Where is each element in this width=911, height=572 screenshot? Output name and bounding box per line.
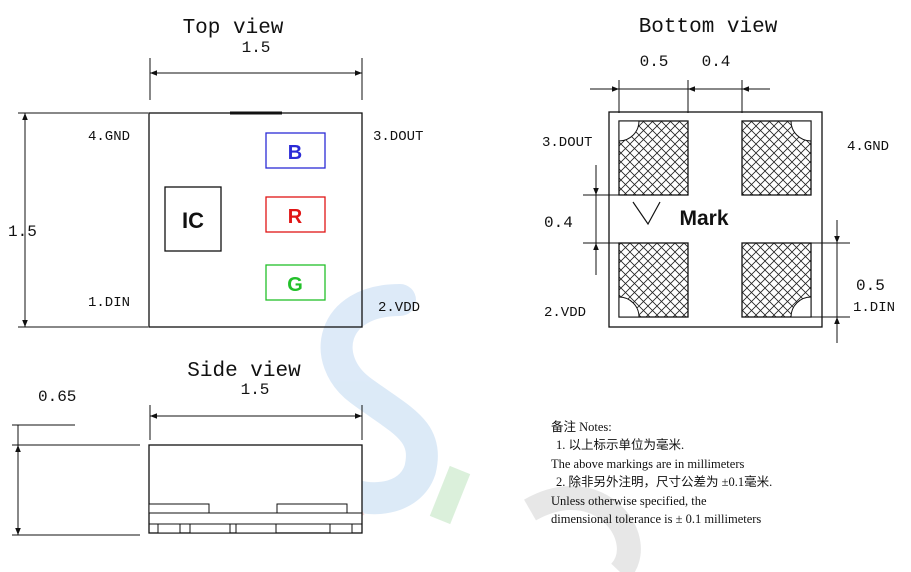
bottom-dim-pad: 0.5 [640,53,669,71]
ic-chip-label: IC [182,208,204,233]
bottom-view-package-outline [608,111,823,328]
pin1-mark-label: Mark [679,207,728,230]
top-pin-din-label: 1.DIN [88,295,130,311]
bottom-pin-gnd-label: 4.GND [847,139,889,155]
bottom-dim-vgap: 0.4 [544,214,573,232]
bottom-view: Bottom view 0.5 0.4 Mark 3.DOUT 4.GND 2.… [542,16,895,343]
top-view-width-dim: 1.5 [242,39,271,57]
led-blue-label: B [288,142,302,164]
notes-line-5: dimensional tolerance is ± 0.1 millimete… [551,512,762,527]
led-green-label: G [287,274,303,296]
notes-line-2: The above markings are in millimeters [551,456,745,471]
bottom-pin-din-label: 1.DIN [853,300,895,316]
side-view-height-dim: 0.65 [38,388,76,406]
notes-line-4: Unless otherwise specified, the [551,493,707,508]
bottom-view-title: Bottom view [639,16,778,39]
top-view-title: Top view [183,17,284,40]
top-pin-vdd-label: 2.VDD [378,300,420,316]
bottom-dim-gap: 0.4 [702,53,731,71]
top-pin-gnd-label: 4.GND [88,129,130,145]
ic-chip [164,186,222,252]
notes-line-3: 2. 除非另外注明，尺寸公差为 ±0.1毫米. [556,475,773,490]
side-view-width-dim: 1.5 [241,381,270,399]
bottom-pin-vdd-label: 2.VDD [544,305,586,321]
led-green [265,264,326,301]
notes-block: 备注 Notes: 1. 以上标示单位为毫米. The above markin… [551,418,772,528]
led-blue [265,132,326,169]
led-red [265,196,326,233]
top-view: Top view 1.5 1.5 4.GND 3.DOUT 1.DIN 2.VD… [8,17,423,328]
side-view-title: Side view [187,360,301,383]
top-pin-dout-label: 3.DOUT [373,129,423,145]
led-red-label: R [288,206,303,228]
bottom-pin-dout-label: 3.DOUT [542,135,592,151]
side-view: Side view 1.5 0.65 [12,360,363,536]
notes-line-1: 1. 以上标示单位为毫米. [556,438,685,453]
notes-heading: 备注 Notes: [551,420,612,434]
side-view-package [148,444,363,534]
pin1-mark-notch [632,201,661,226]
top-view-height-dim: 1.5 [8,223,37,241]
bottom-dim-vpad: 0.5 [856,277,885,295]
